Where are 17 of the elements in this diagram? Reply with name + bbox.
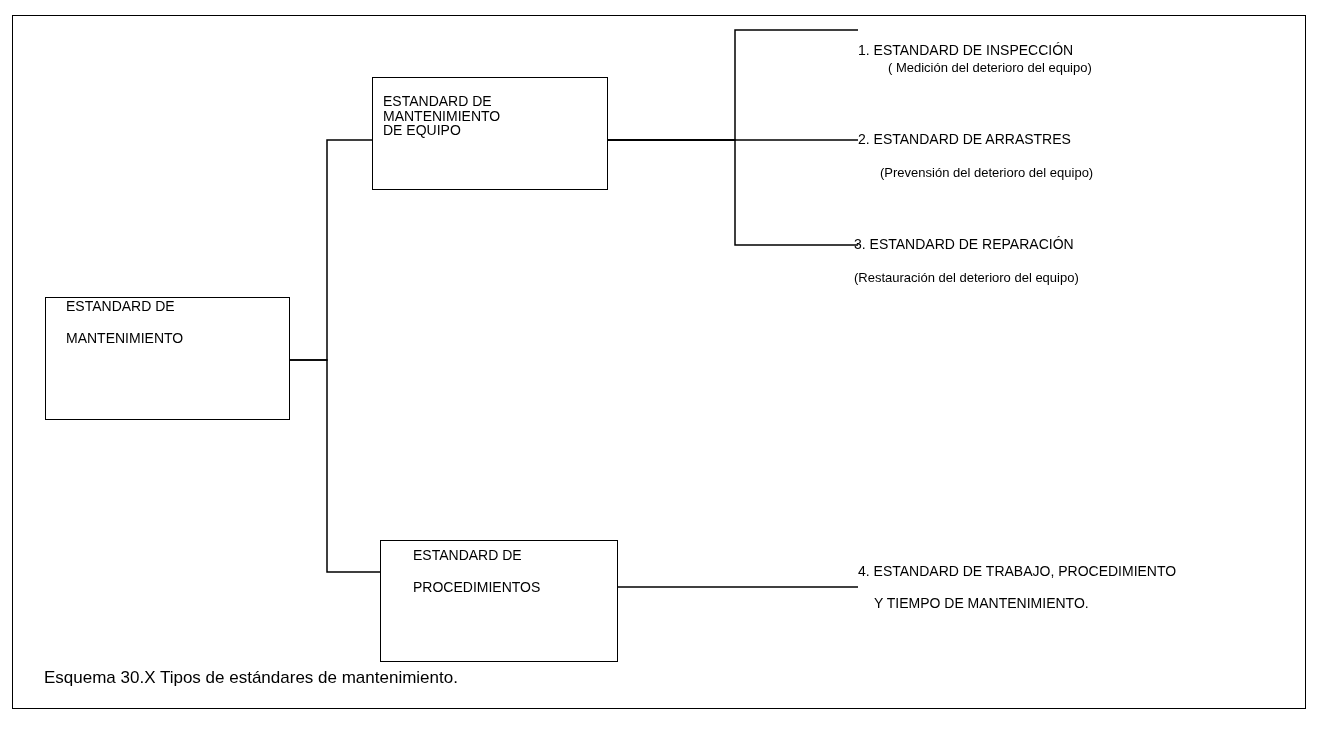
standard-item-label: 2. ESTANDARD DE ARRASTRES	[858, 130, 1071, 149]
caption: Esquema 30.X Tipos de estándares de mantenimiento.	[44, 668, 458, 688]
connector-line	[617, 586, 859, 588]
connector-line	[607, 139, 859, 246]
box-label: ESTANDARD DE MANTENIMIENTO	[65, 297, 185, 348]
item-description: (Prevensión del deterioro del equipo)	[880, 164, 1094, 182]
item-description: (Restauración del deterioro del equipo)	[854, 269, 1079, 287]
process-box	[380, 540, 618, 662]
process-box	[45, 297, 290, 420]
box-label: ESTANDARD DE PROCEDIMIENTOS	[412, 546, 542, 597]
box-label: ESTANDARD DE MANTENIMIENTO DE EQUIPO	[382, 92, 502, 139]
process-box	[372, 77, 608, 190]
standard-item-label: 3. ESTANDARD DE REPARACIÓN	[854, 235, 1074, 254]
standard-item-label: 4. ESTANDARD DE TRABAJO, PROCEDIMIENTO Y TIEMPO DE MANTENIMIENTO.	[858, 562, 1178, 613]
connector-line	[289, 359, 381, 573]
item-description: ( Medición del deterioro del equipo)	[888, 59, 1092, 77]
standard-item-label: 1. ESTANDARD DE INSPECCIÓN	[858, 41, 1074, 59]
